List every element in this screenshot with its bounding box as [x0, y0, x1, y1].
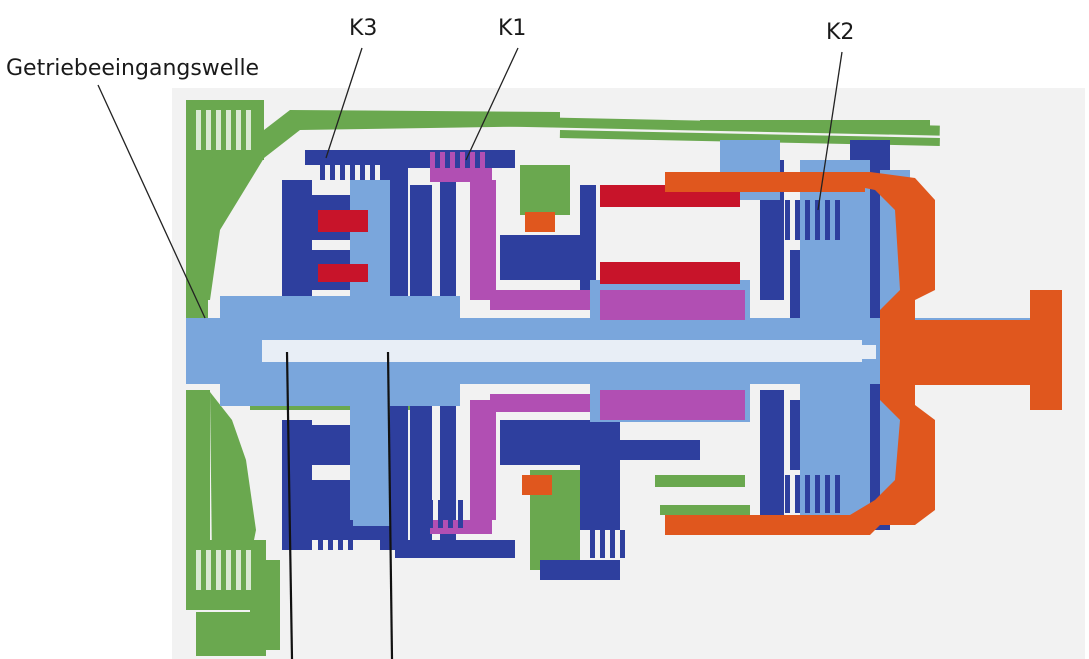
- lower-plates: [318, 475, 840, 558]
- leader-k3: [325, 47, 363, 159]
- leader-lines: [97, 47, 843, 319]
- clutch-k2-label: K2: [826, 20, 855, 45]
- clutch-k3-label: K3: [349, 16, 378, 41]
- orange-housing: [522, 172, 1062, 535]
- k1-plates: [430, 152, 485, 180]
- leader-k2: [817, 51, 843, 211]
- leader-k1: [465, 47, 519, 161]
- purple-components: [430, 168, 745, 534]
- section-line-right: [386, 351, 394, 659]
- clutch-k1-label: K1: [498, 16, 527, 41]
- k2-plates: [785, 200, 840, 240]
- shaft-bore: [262, 340, 876, 362]
- leader-input-shaft: [97, 84, 206, 319]
- dark-blue-components: [282, 140, 890, 580]
- red-components: [318, 185, 740, 284]
- green-fins: [196, 110, 251, 590]
- section-line-left: [285, 351, 294, 659]
- input-shaft-label: Getriebeeingangswelle: [6, 56, 260, 81]
- section-lines: [285, 351, 394, 659]
- k3-plates: [320, 150, 375, 180]
